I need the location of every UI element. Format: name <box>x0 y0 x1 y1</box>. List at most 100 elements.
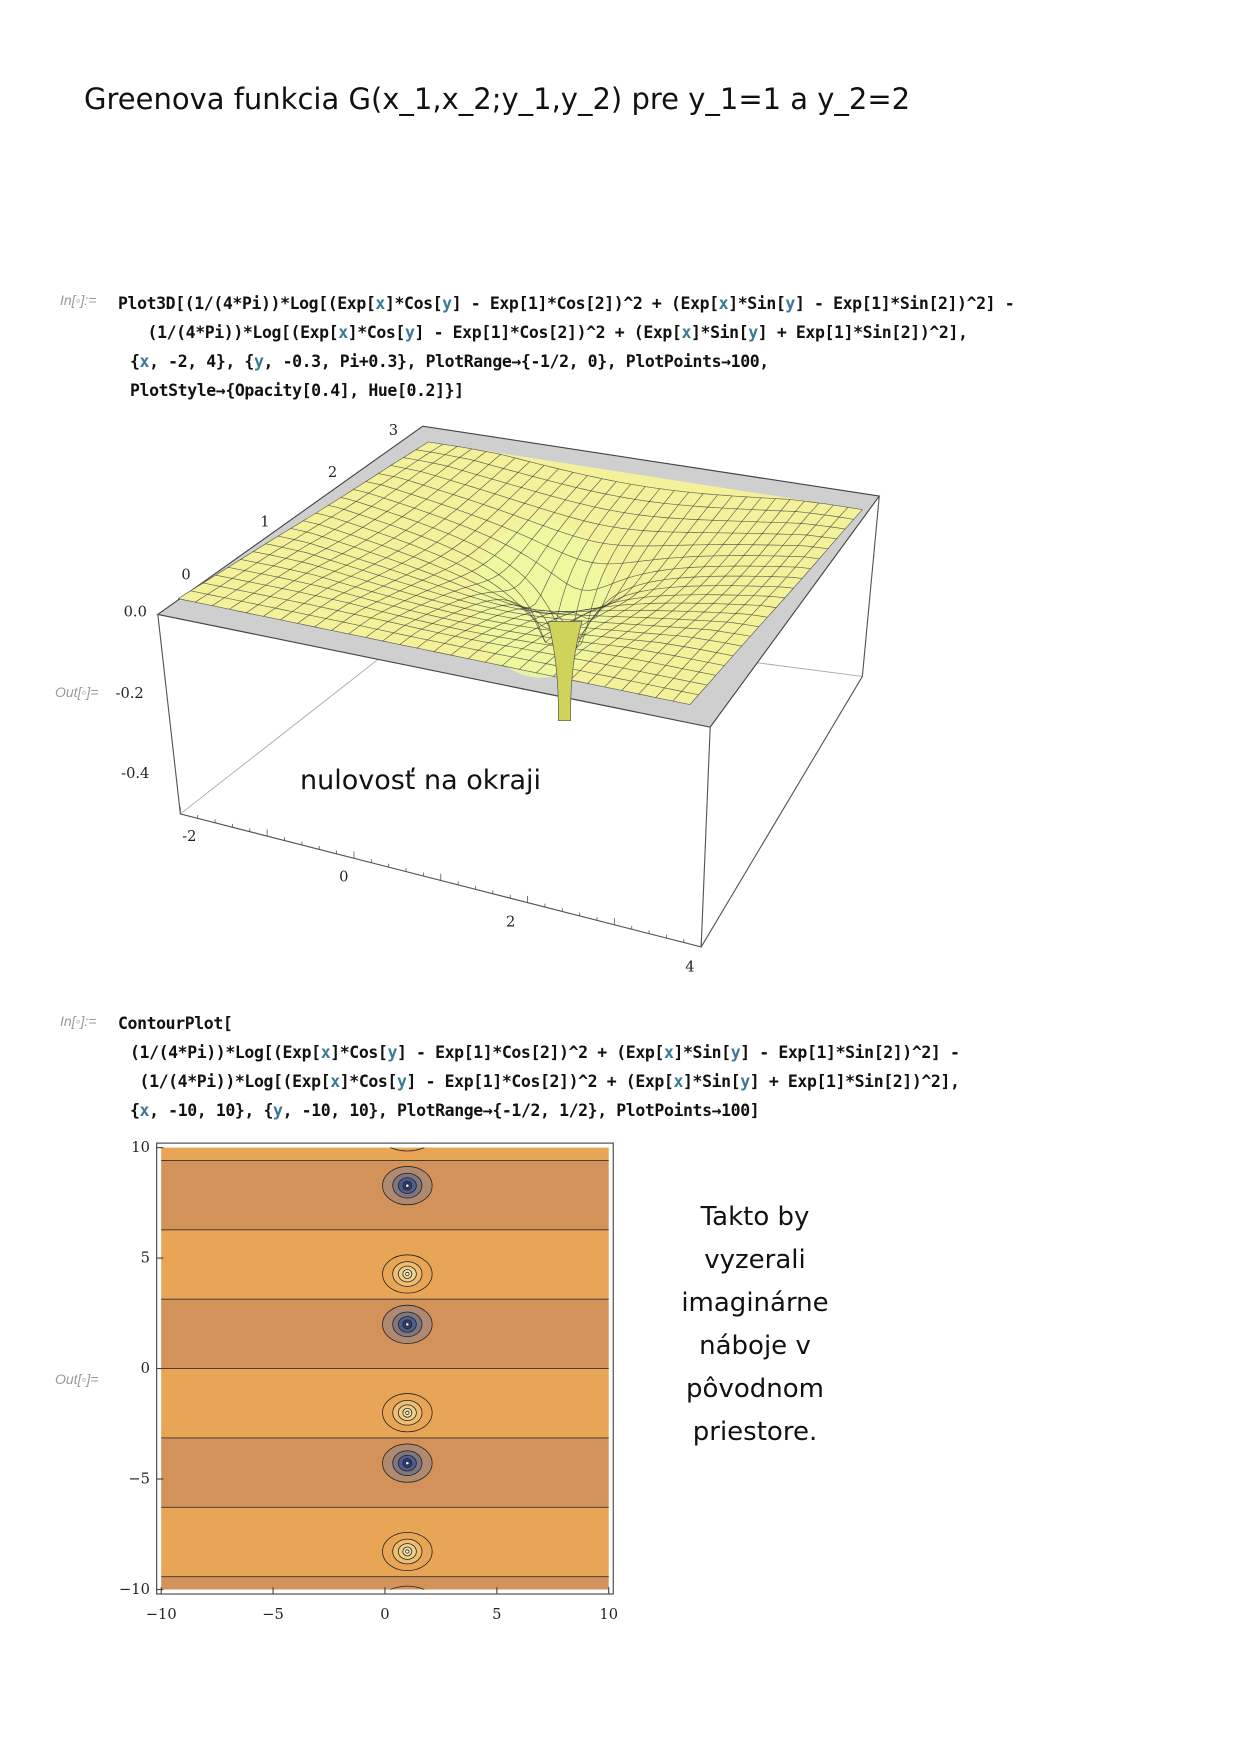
code-text: ]*Sin[ <box>691 323 749 342</box>
z-tick-label: -0.2 <box>116 685 144 702</box>
code-text: ]*Sin[ <box>683 1072 741 1091</box>
contour-line <box>390 1585 425 1590</box>
contour-band <box>161 1368 609 1438</box>
x-tick-label: 2 <box>506 914 515 931</box>
mesh-line-y <box>253 551 742 647</box>
code-text: (1/(4*Pi))*Log[(Exp[ <box>138 323 339 342</box>
x-tick-label: −10 <box>146 1606 177 1623</box>
x-tick-label: -2 <box>182 828 196 845</box>
y-tick-label: 0 <box>181 566 190 583</box>
y-tick-label: 2 <box>328 464 337 481</box>
code-variable: x <box>681 323 692 342</box>
annotation-line: imaginárne <box>681 1288 829 1318</box>
mesh-line-y <box>303 520 777 615</box>
contour-band <box>161 1507 609 1577</box>
code-line: (1/(4*Pi))*Log[(Exp[x]*Cos[y] - Exp[1]*C… <box>118 1038 960 1067</box>
annotation-line: priestore. <box>692 1417 818 1447</box>
code-line: {x, -10, 10}, {y, -10, 10}, PlotRange→{-… <box>118 1096 960 1125</box>
contour-code-cell[interactable]: ContourPlot[(1/(4*Pi))*Log[(Exp[x]*Cos[y… <box>118 1009 960 1125</box>
code-line: ContourPlot[ <box>118 1009 960 1038</box>
mesh-line-y <box>353 489 811 591</box>
y-tick-label: 0 <box>141 1360 150 1377</box>
code-text: (1/(4*Pi))*Log[(Exp[ <box>130 1072 331 1091</box>
code-line: (1/(4*Pi))*Log[(Exp[ x ]*Cos[ y ] - Exp[1]*C… <box>118 1067 960 1096</box>
y-tick-label: 5 <box>141 1250 150 1267</box>
x-tick-label: −5 <box>262 1606 284 1623</box>
positive-charge-contour <box>405 1271 410 1277</box>
code-text: { <box>130 1101 140 1120</box>
code-variable: x <box>663 1043 674 1062</box>
mesh-line-y <box>215 574 716 676</box>
x-tick-label: 0 <box>339 869 348 886</box>
code-variable: y <box>273 1101 283 1120</box>
code-text: (1/(4*Pi))*Log[(Exp[ <box>130 1043 321 1062</box>
contour-band <box>161 1576 609 1590</box>
code-variable: y <box>730 1043 741 1062</box>
plot3d-code-cell[interactable]: Plot3D[(1/(4*Pi))*Log[(Exp[x]*Cos[y] - E… <box>118 289 1015 405</box>
code-text: ]*Cos[ <box>330 1043 388 1062</box>
x-tick-label: 10 <box>599 1606 618 1623</box>
output-label: Out[◦]= <box>55 1371 99 1387</box>
code-text: ] + Exp[1]*Sin[2])^2], <box>749 1072 960 1091</box>
code-variable: y <box>740 1072 750 1091</box>
code-variable: x <box>338 323 348 342</box>
code-text: ] - Exp[1]*Cos[2])^2 + (Exp[ <box>414 323 682 342</box>
mesh-line-y <box>278 535 759 628</box>
annotation-line: vyzerali <box>704 1245 806 1275</box>
code-text: ] + Exp[1]*Sin[2])^2], <box>757 323 968 342</box>
x-tick-label: 5 <box>492 1606 501 1623</box>
negative-charge-contour <box>405 1322 410 1327</box>
code-variable: x <box>139 1101 150 1120</box>
annotation-line: náboje v <box>699 1331 811 1361</box>
code-variable: y <box>748 323 758 342</box>
mesh-line-y <box>378 473 828 550</box>
code-text: ]*Cos[ <box>347 323 406 342</box>
y-tick-label: −5 <box>128 1471 150 1488</box>
plot3d-annotation: nulovosť na okraji <box>300 765 542 796</box>
code-text: ] - Exp[1]*Sin[2])^2] - <box>794 294 1015 313</box>
code-variable: y <box>442 294 452 313</box>
mesh-line-y <box>265 543 751 637</box>
code-variable: x <box>375 294 385 313</box>
mesh-line-y <box>428 441 863 510</box>
code-variable: y <box>785 294 795 313</box>
mesh-line-y <box>228 566 725 666</box>
code-text: ] - Exp[1]*Cos[2])^2 + (Exp[ <box>406 1072 674 1091</box>
mesh-line-y <box>365 481 820 565</box>
mesh-line-y <box>240 559 734 657</box>
contour-band <box>161 1437 609 1508</box>
code-variable: y <box>404 323 415 342</box>
code-text: ]*Cos[ <box>339 1072 398 1091</box>
code-variable: y <box>253 352 264 371</box>
negative-charge-contour <box>405 1183 410 1188</box>
code-text: ] - Exp[1]*Cos[2])^2 + (Exp[ <box>396 1043 664 1062</box>
code-line: Plot3D[(1/(4*Pi))*Log[(Exp[x]*Cos[y] - E… <box>118 289 1015 318</box>
annotation-line: Takto by <box>700 1202 810 1232</box>
contour-band <box>161 1160 609 1230</box>
code-text: , -10, 10}, { <box>149 1101 274 1120</box>
x-tick-label: 4 <box>685 959 694 976</box>
input-label: In[◦]:= <box>60 292 97 308</box>
code-text: Plot3D[(1/(4*Pi))*Log[(Exp[ <box>118 294 376 313</box>
mesh-line-y <box>290 528 768 618</box>
code-text: , -0.3, Pi+0.3}, PlotRange→{-1/2, 0}, Pl… <box>263 352 770 371</box>
code-text: ]*Sin[ <box>673 1043 731 1062</box>
x-tick-label: 0 <box>380 1606 389 1623</box>
annotation-line: pôvodnom <box>686 1374 824 1404</box>
mesh-line-y <box>415 449 854 520</box>
mesh-line-y <box>203 582 708 686</box>
code-variable: x <box>320 1043 331 1062</box>
contour-line <box>390 1147 425 1152</box>
code-variable: x <box>673 1072 684 1091</box>
code-line: PlotStyle→{Opacity[0.4], Hue[0.2]}] <box>118 376 1014 405</box>
mesh-line-y <box>190 590 699 696</box>
positive-charge-contour <box>405 1549 410 1554</box>
code-text: ] - Exp[1]*Cos[2])^2 + (Exp[ <box>451 294 719 313</box>
input-label: In[◦]:= <box>60 1013 97 1029</box>
code-text: ]*Sin[ <box>728 294 786 313</box>
y-tick-label: −10 <box>119 1581 150 1598</box>
mesh-line-y <box>390 465 837 540</box>
output-label: Out[◦]= <box>55 684 99 700</box>
z-tick-label: 0.0 <box>124 604 147 621</box>
